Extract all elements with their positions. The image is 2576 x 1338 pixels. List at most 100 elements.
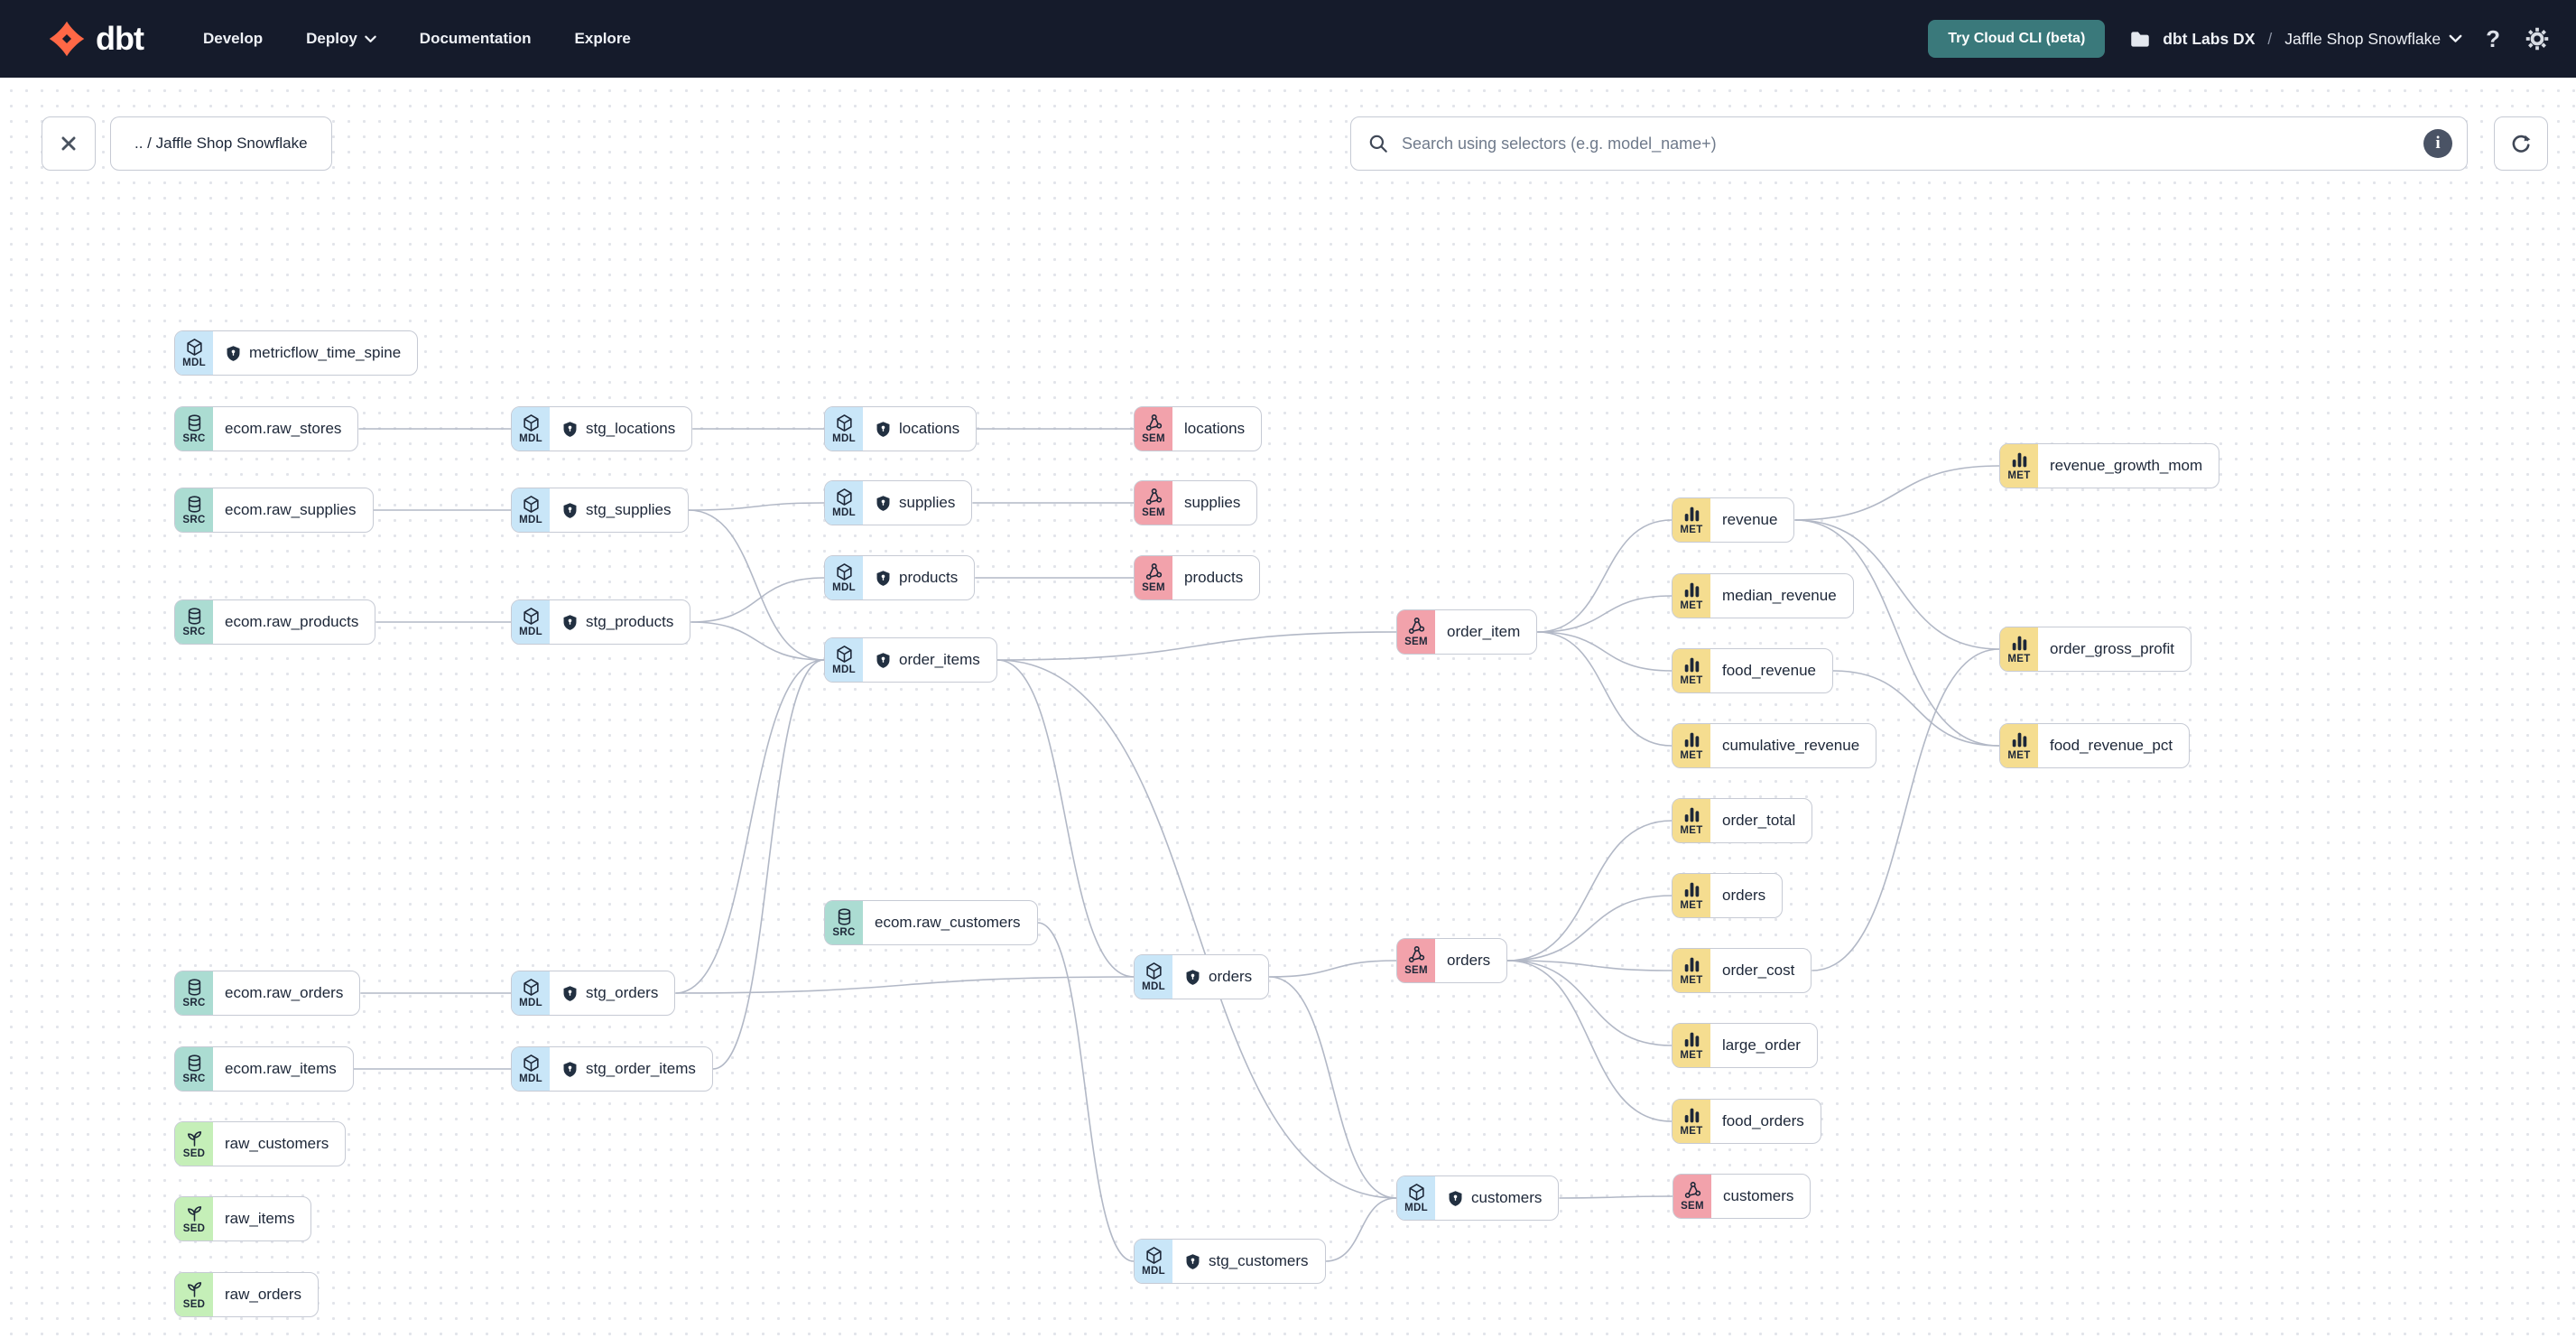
lineage-breadcrumb[interactable]: .. / Jaffle Shop Snowflake [110,116,332,171]
node-label: supplies [899,494,956,511]
nav-link-develop[interactable]: Develop [202,30,264,47]
shield-icon [1186,1253,1200,1269]
node-type-chip: SEM [1135,407,1172,451]
refresh-button[interactable] [2494,116,2548,171]
node-body: orders [1435,939,1506,982]
node-label: raw_orders [225,1286,302,1303]
chevron-down-icon [365,35,376,42]
graph-node-metricflow_time_spine[interactable]: MDL metricflow_time_spine [174,330,419,376]
dbt-logo[interactable]: dbt [47,19,144,59]
nav-link-explore[interactable]: Explore [574,30,631,47]
health-shield [1184,1253,1201,1270]
node-body: cumulative_revenue [1710,724,1876,767]
shield-icon [876,421,890,437]
help-button[interactable]: ? [2486,25,2500,52]
search-input[interactable] [1400,133,2423,154]
close-lineage-button[interactable] [42,116,96,171]
shield-icon [563,421,577,437]
shield-icon [563,614,577,630]
shield-icon [1186,969,1200,985]
shield-icon [563,985,577,1001]
node-label: order_item [1447,623,1521,640]
node-type-chip: MET [1673,724,1710,767]
node-label: food_revenue_pct [2050,737,2173,754]
account-breadcrumb: dbt Labs DX / Jaffle Shop Snowflake [2128,27,2462,51]
node-body: metricflow_time_spine [213,331,417,375]
node-type-chip: SRC [825,901,863,944]
project-selector[interactable]: Jaffle Shop Snowflake [2284,30,2462,49]
account-name[interactable]: dbt Labs DX [2163,29,2256,48]
node-label: food_revenue [1722,662,1816,679]
lineage-edge [1507,960,1673,971]
metric-bars-icon [2012,452,2026,468]
node-type-label: MDL [519,998,542,1008]
metric-bars-icon [1684,506,1699,522]
source-database-icon [188,414,200,432]
node-label: median_revenue [1722,587,1837,604]
graph-node-src_raw_products[interactable]: SRC ecom.raw_products [174,599,376,645]
semantic-model-icon [1145,488,1162,505]
node-label: revenue_growth_mom [2050,457,2203,474]
lineage-edge [690,577,825,623]
node-label: order_items [899,651,980,668]
search-info-icon[interactable]: i [2423,129,2452,158]
lineage-edges [353,428,2000,1262]
node-label: ecom.raw_products [225,613,359,630]
lineage-edge [1507,960,1673,1122]
node-label: stg_locations [586,420,676,437]
node-type-label: MDL [182,358,206,368]
node-body: customers [1711,1175,1810,1218]
node-type-chip: MDL [512,488,550,532]
settings-gear-icon[interactable] [2524,25,2551,52]
node-body: ecom.raw_orders [213,971,359,1015]
try-cloud-cli-button[interactable]: Try Cloud CLI (beta) [1928,20,2106,58]
node-body: order_items [863,638,996,682]
node-type-chip: SEM [1135,481,1172,525]
nav-link-documentation[interactable]: Documentation [419,30,532,47]
node-label: orders [1209,968,1253,985]
node-type-chip: SRC [175,600,213,644]
nav-link-deploy[interactable]: Deploy [306,30,376,48]
node-label: stg_customers [1209,1252,1309,1269]
node-body: products [1172,556,1259,599]
